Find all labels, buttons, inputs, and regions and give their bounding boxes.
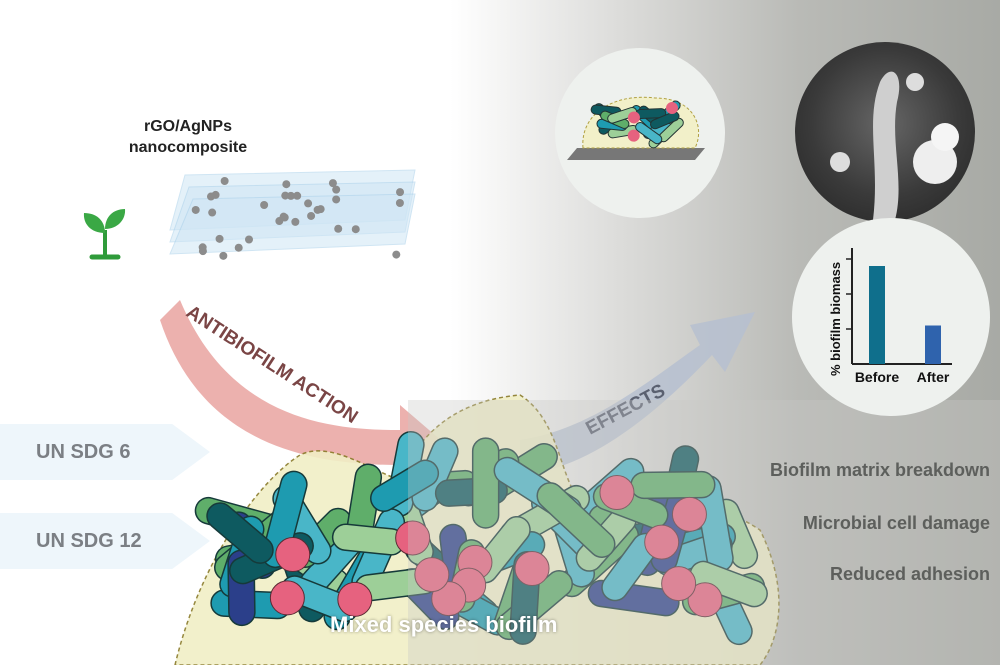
bacterium-coccus: [671, 496, 707, 532]
silver-nanoparticle: [351, 225, 360, 234]
bacterium-coccus: [644, 524, 680, 560]
effect-item: Reduced adhesion: [829, 564, 990, 584]
silver-nanoparticle: [332, 195, 341, 204]
biomass-bar-chart: % biofilm biomass Before After: [828, 248, 952, 385]
silver-nanoparticle: [198, 247, 207, 256]
title-line-1: rGO/AgNPs: [143, 118, 232, 135]
silver-nanoparticle: [282, 180, 291, 189]
silver-nanoparticle: [281, 191, 290, 200]
silver-nanoparticle: [286, 191, 295, 200]
bacterium-rod: [370, 459, 440, 512]
silver-nanoparticle: [220, 177, 229, 186]
sem-micrograph-icon: [830, 71, 959, 220]
x-tick-label: After: [917, 369, 950, 385]
silver-nanoparticle: [304, 199, 313, 208]
bacterium-coccus: [627, 111, 640, 124]
bacterium-coccus: [431, 581, 467, 617]
bacterium-coccus: [269, 580, 305, 616]
silver-nanoparticle: [307, 211, 316, 220]
biofilm-caption: Mixed species biofilm: [330, 612, 558, 637]
silver-nanoparticle: [219, 251, 228, 260]
material-title: rGO/AgNPs nanocomposite: [118, 116, 258, 158]
graphene-sheet-icon: [169, 169, 416, 260]
silver-nanoparticle: [392, 250, 401, 259]
bacterium-coccus: [514, 551, 550, 587]
bacterium-rod: [650, 111, 680, 130]
bacterium-rod: [536, 482, 616, 558]
biomass-chart-circle: % biofilm biomass Before After: [792, 218, 990, 416]
silver-nanoparticle: [293, 191, 302, 200]
effects-arrow: [520, 312, 755, 475]
bacterium-rod: [635, 122, 663, 145]
effect-item: Biofilm matrix breakdown: [769, 460, 990, 480]
silver-nanoparticle: [395, 198, 404, 207]
silver-nanoparticle: [244, 235, 253, 244]
y-axis-label: % biofilm biomass: [828, 262, 843, 376]
bacterium-coccus: [337, 581, 373, 617]
silver-nanoparticle: [191, 205, 200, 214]
biofilm-surface-circle: [555, 48, 725, 218]
bacterium-rod: [607, 106, 638, 124]
bacterium-rod: [261, 470, 308, 569]
silver-nanoparticle: [211, 190, 220, 199]
bacterium-coccus: [665, 102, 678, 115]
sdg-6-banner: UN SDG 6: [0, 424, 210, 480]
silver-nanoparticle: [328, 179, 337, 188]
bacterium-coccus: [275, 537, 311, 573]
title-line-2: nanocomposite: [128, 139, 248, 156]
silver-nanoparticle: [234, 243, 243, 252]
silver-nanoparticle: [316, 205, 325, 214]
silver-nanoparticle: [208, 208, 217, 217]
bacterium-rod: [206, 502, 274, 564]
antibiofilm-arrow: [160, 300, 450, 490]
bacterium-rod: [471, 437, 500, 529]
bacterium-coccus: [661, 566, 697, 602]
silver-nanoparticle: [332, 185, 341, 194]
biofilm-on-surface-icon: [567, 96, 705, 160]
silver-nanoparticle: [260, 201, 269, 210]
bar-before: [869, 266, 885, 364]
silver-nanoparticle: [291, 217, 300, 226]
bacterium-coccus: [414, 557, 450, 593]
sprout-icon: [83, 209, 126, 260]
bacterium-coccus: [395, 520, 431, 556]
effect-item: Microbial cell damage: [802, 513, 990, 533]
silver-nanoparticle: [279, 212, 288, 221]
bacterium-rod: [689, 560, 768, 608]
silver-nanoparticle: [334, 224, 343, 233]
bacterium-coccus: [627, 129, 640, 142]
silver-nanoparticle: [215, 234, 224, 243]
bacterium-coccus: [599, 475, 635, 511]
x-tick-label: Before: [855, 369, 900, 385]
bacterium-coccus: [687, 582, 723, 618]
silver-nanoparticle: [396, 188, 405, 197]
sem-image-circle: [795, 42, 975, 222]
bar-after: [925, 325, 941, 364]
faded-overlay: [408, 400, 1000, 665]
sdg-12-banner: UN SDG 12: [0, 513, 210, 569]
